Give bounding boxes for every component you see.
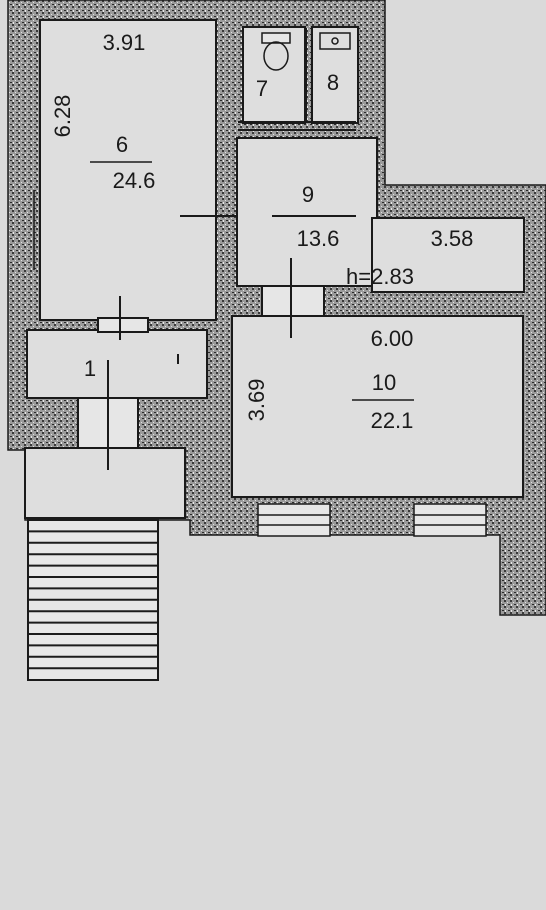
windows xyxy=(257,503,487,537)
room-1-floor xyxy=(26,329,208,399)
room-10-area: 22.1 xyxy=(371,408,414,433)
dim-room6-length: 6.28 xyxy=(50,95,75,138)
room-10-number: 10 xyxy=(372,370,396,395)
entrance-floor xyxy=(24,447,186,519)
dim-ceiling-height: h=2.83 xyxy=(346,264,414,289)
room-9-label: 9 13.6 xyxy=(297,182,340,251)
toilet-icon xyxy=(261,32,291,71)
room-8-number: 8 xyxy=(327,70,339,95)
room-1-number: 1 xyxy=(84,356,96,381)
sink-icon xyxy=(319,32,351,50)
room-7-number: 7 xyxy=(256,76,268,101)
room-6-label: 6 24.6 xyxy=(90,132,155,193)
dim-corridor-length: 3.58 xyxy=(431,226,474,251)
dim-room10-width: 6.00 xyxy=(371,326,414,351)
door-marks xyxy=(107,28,356,470)
room-6-number: 6 xyxy=(116,132,128,157)
room-10-floor xyxy=(231,315,524,498)
stair-steps xyxy=(28,530,158,670)
room-9-number: 9 xyxy=(302,182,314,207)
room-6-area: 24.6 xyxy=(113,168,156,193)
room-6-floor xyxy=(39,19,217,321)
room-9-area: 13.6 xyxy=(297,226,340,251)
corridor-floor xyxy=(371,217,525,293)
dim-room6-width: 3.91 xyxy=(103,30,146,55)
room-9-floor xyxy=(236,137,378,287)
window-lines xyxy=(258,514,486,526)
dim-room10-length: 3.69 xyxy=(244,379,269,422)
room-10-label: 10 22.1 xyxy=(352,370,414,433)
room-floors xyxy=(24,19,525,519)
